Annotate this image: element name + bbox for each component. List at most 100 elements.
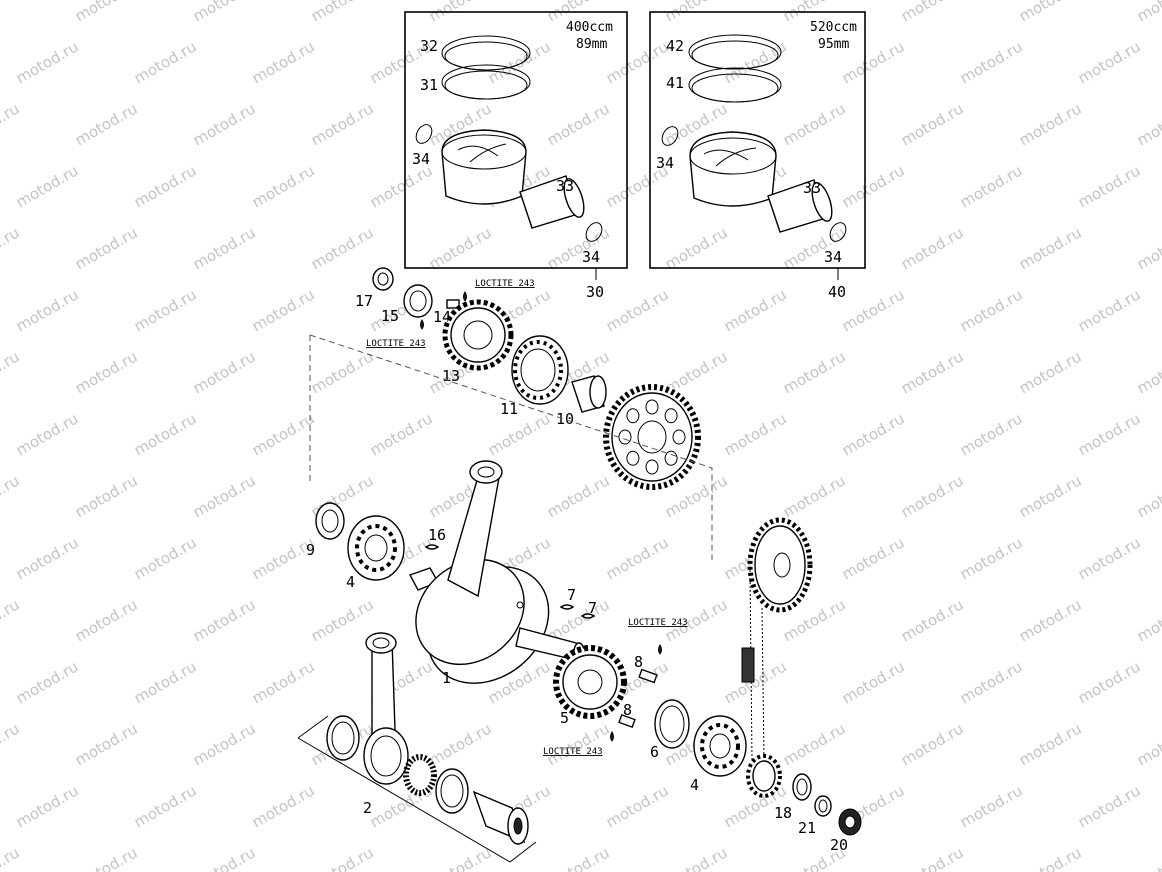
watermark-text: motod.ru: [308, 347, 377, 397]
watermark-text: motod.ru: [898, 223, 967, 273]
starter-gear-13: [442, 299, 514, 371]
watermark-text: motod.ru: [544, 99, 613, 149]
conrod-kit-bracket: [297, 715, 537, 863]
watermark-text: motod.ru: [308, 595, 377, 645]
label-ring-top: 32: [420, 37, 438, 55]
thrust-washer-left-inner: [331, 721, 355, 755]
watermark-text: motod.ru: [13, 285, 82, 335]
watermark-text: motod.ru: [1134, 595, 1162, 645]
watermark-text: motod.ru: [1016, 223, 1085, 273]
gear-13-body: [450, 307, 506, 363]
watermark-text: motod.ru: [131, 533, 200, 583]
piston-pin-end: [811, 182, 833, 222]
loctite-label-left: LOCTITE 243: [366, 339, 426, 349]
watermark-text: motod.ru: [898, 99, 967, 149]
watermark-text: motod.ru: [780, 719, 849, 769]
label-circlip-left: 34: [412, 150, 430, 168]
watermark-text: motod.ru: [957, 161, 1026, 211]
watermark-text: motod.ru: [1075, 533, 1144, 583]
watermark-text: motod.ru: [603, 37, 672, 87]
label-pin: 33: [803, 179, 821, 197]
crank-sprocket-body: [752, 760, 776, 792]
watermark-text: motod.ru: [1075, 161, 1144, 211]
washer-21: [814, 795, 832, 817]
watermark-text: motod.ru: [603, 285, 672, 335]
watermark-text: motod.ru: [721, 657, 790, 707]
watermark-text: motod.ru: [1134, 843, 1162, 872]
nut-20-hole: [844, 815, 856, 829]
piston-crown: [689, 137, 777, 175]
watermark-text: motod.ru: [190, 99, 259, 149]
watermark-text: motod.ru: [13, 533, 82, 583]
primary-gear-5-body: [562, 654, 618, 710]
crankshaft-group: 9 4 16 1 7 7 5 8 LOCTITE 24: [306, 460, 747, 794]
loctite-drop-right: [658, 644, 662, 655]
needle-bearing-big-end: [403, 754, 437, 796]
circlip-right: [829, 222, 847, 242]
watermark-text: motod.ru: [957, 657, 1026, 707]
watermark-text: motod.ru: [0, 99, 23, 149]
watermark-text: motod.ru: [190, 471, 259, 521]
main-bearing-right-balls: [700, 723, 740, 769]
spacer-6-inner: [659, 705, 685, 743]
watermark-text: motod.ru: [1016, 719, 1085, 769]
watermark-text: motod.ru: [0, 0, 23, 25]
piston-kit-400: 400ccm 89mm 32 31 34 33 34 30: [404, 11, 628, 301]
watermark-text: motod.ru: [1134, 223, 1162, 273]
watermark-text: motod.ru: [780, 99, 849, 149]
primary-gear-5-hub: [577, 669, 603, 695]
label-18: 18: [774, 804, 792, 822]
watermark-text: motod.ru: [898, 471, 967, 521]
driven-gear-hole: [626, 450, 640, 466]
watermark-text: motod.ru: [367, 161, 436, 211]
loctite-drop-left: [420, 319, 424, 330]
watermark-text: motod.ru: [839, 533, 908, 583]
watermark-text: motod.ru: [190, 223, 259, 273]
label-10: 10: [556, 410, 574, 428]
starter-driven-gear: [603, 384, 701, 490]
label-circlip-right: 34: [582, 248, 600, 266]
loctite-label-bottom: LOCTITE 243: [543, 747, 603, 757]
watermark-text: motod.ru: [249, 409, 318, 459]
piston-ring-top-inner: [444, 41, 528, 71]
driven-gear-hub: [637, 420, 667, 454]
needle-bearing-10-end: [589, 375, 607, 409]
label-ring-top: 42: [666, 37, 684, 55]
label-5: 5: [560, 709, 569, 727]
piston-valve-relief: [457, 143, 507, 163]
circlip-left: [415, 124, 433, 144]
needle-bearing-10: [571, 375, 607, 413]
watermark-text: motod.ru: [1016, 0, 1085, 25]
watermark-text: motod.ru: [131, 781, 200, 831]
label-9: 9: [306, 541, 315, 559]
loctite-drop-top: [463, 291, 467, 302]
piston-ring-bottom-inner: [444, 70, 528, 100]
label-16: 16: [428, 526, 446, 544]
bearing-15: [403, 284, 433, 318]
watermark-text: motod.ru: [308, 99, 377, 149]
label-15: 15: [381, 307, 399, 325]
watermark-text: motod.ru: [1075, 37, 1144, 87]
watermark-text: motod.ru: [1134, 0, 1162, 25]
watermark-text: motod.ru: [0, 347, 23, 397]
driven-gear-hole: [626, 408, 640, 424]
watermark-text: motod.ru: [190, 719, 259, 769]
loctite-drop-bottom: [610, 731, 614, 742]
watermark-text: motod.ru: [544, 471, 613, 521]
watermark-text: motod.ru: [898, 719, 967, 769]
watermark-text: motod.ru: [190, 0, 259, 25]
piston-ring-top-inner: [691, 40, 779, 70]
watermark-text: motod.ru: [72, 223, 141, 273]
screw-8-upper: [638, 668, 658, 684]
washer-17-hole: [377, 272, 389, 286]
main-bearing-right-bore: [709, 733, 731, 759]
piston-valve-relief: [703, 147, 757, 167]
watermark-text: motod.ru: [72, 595, 141, 645]
label-4-right: 4: [690, 776, 699, 794]
screw-8-lower: [618, 713, 636, 729]
watermark-text: motod.ru: [367, 409, 436, 459]
watermark-text: motod.ru: [662, 843, 731, 872]
conrod-big-end-bore: [370, 735, 402, 777]
crank-pin-bore: [513, 817, 523, 835]
